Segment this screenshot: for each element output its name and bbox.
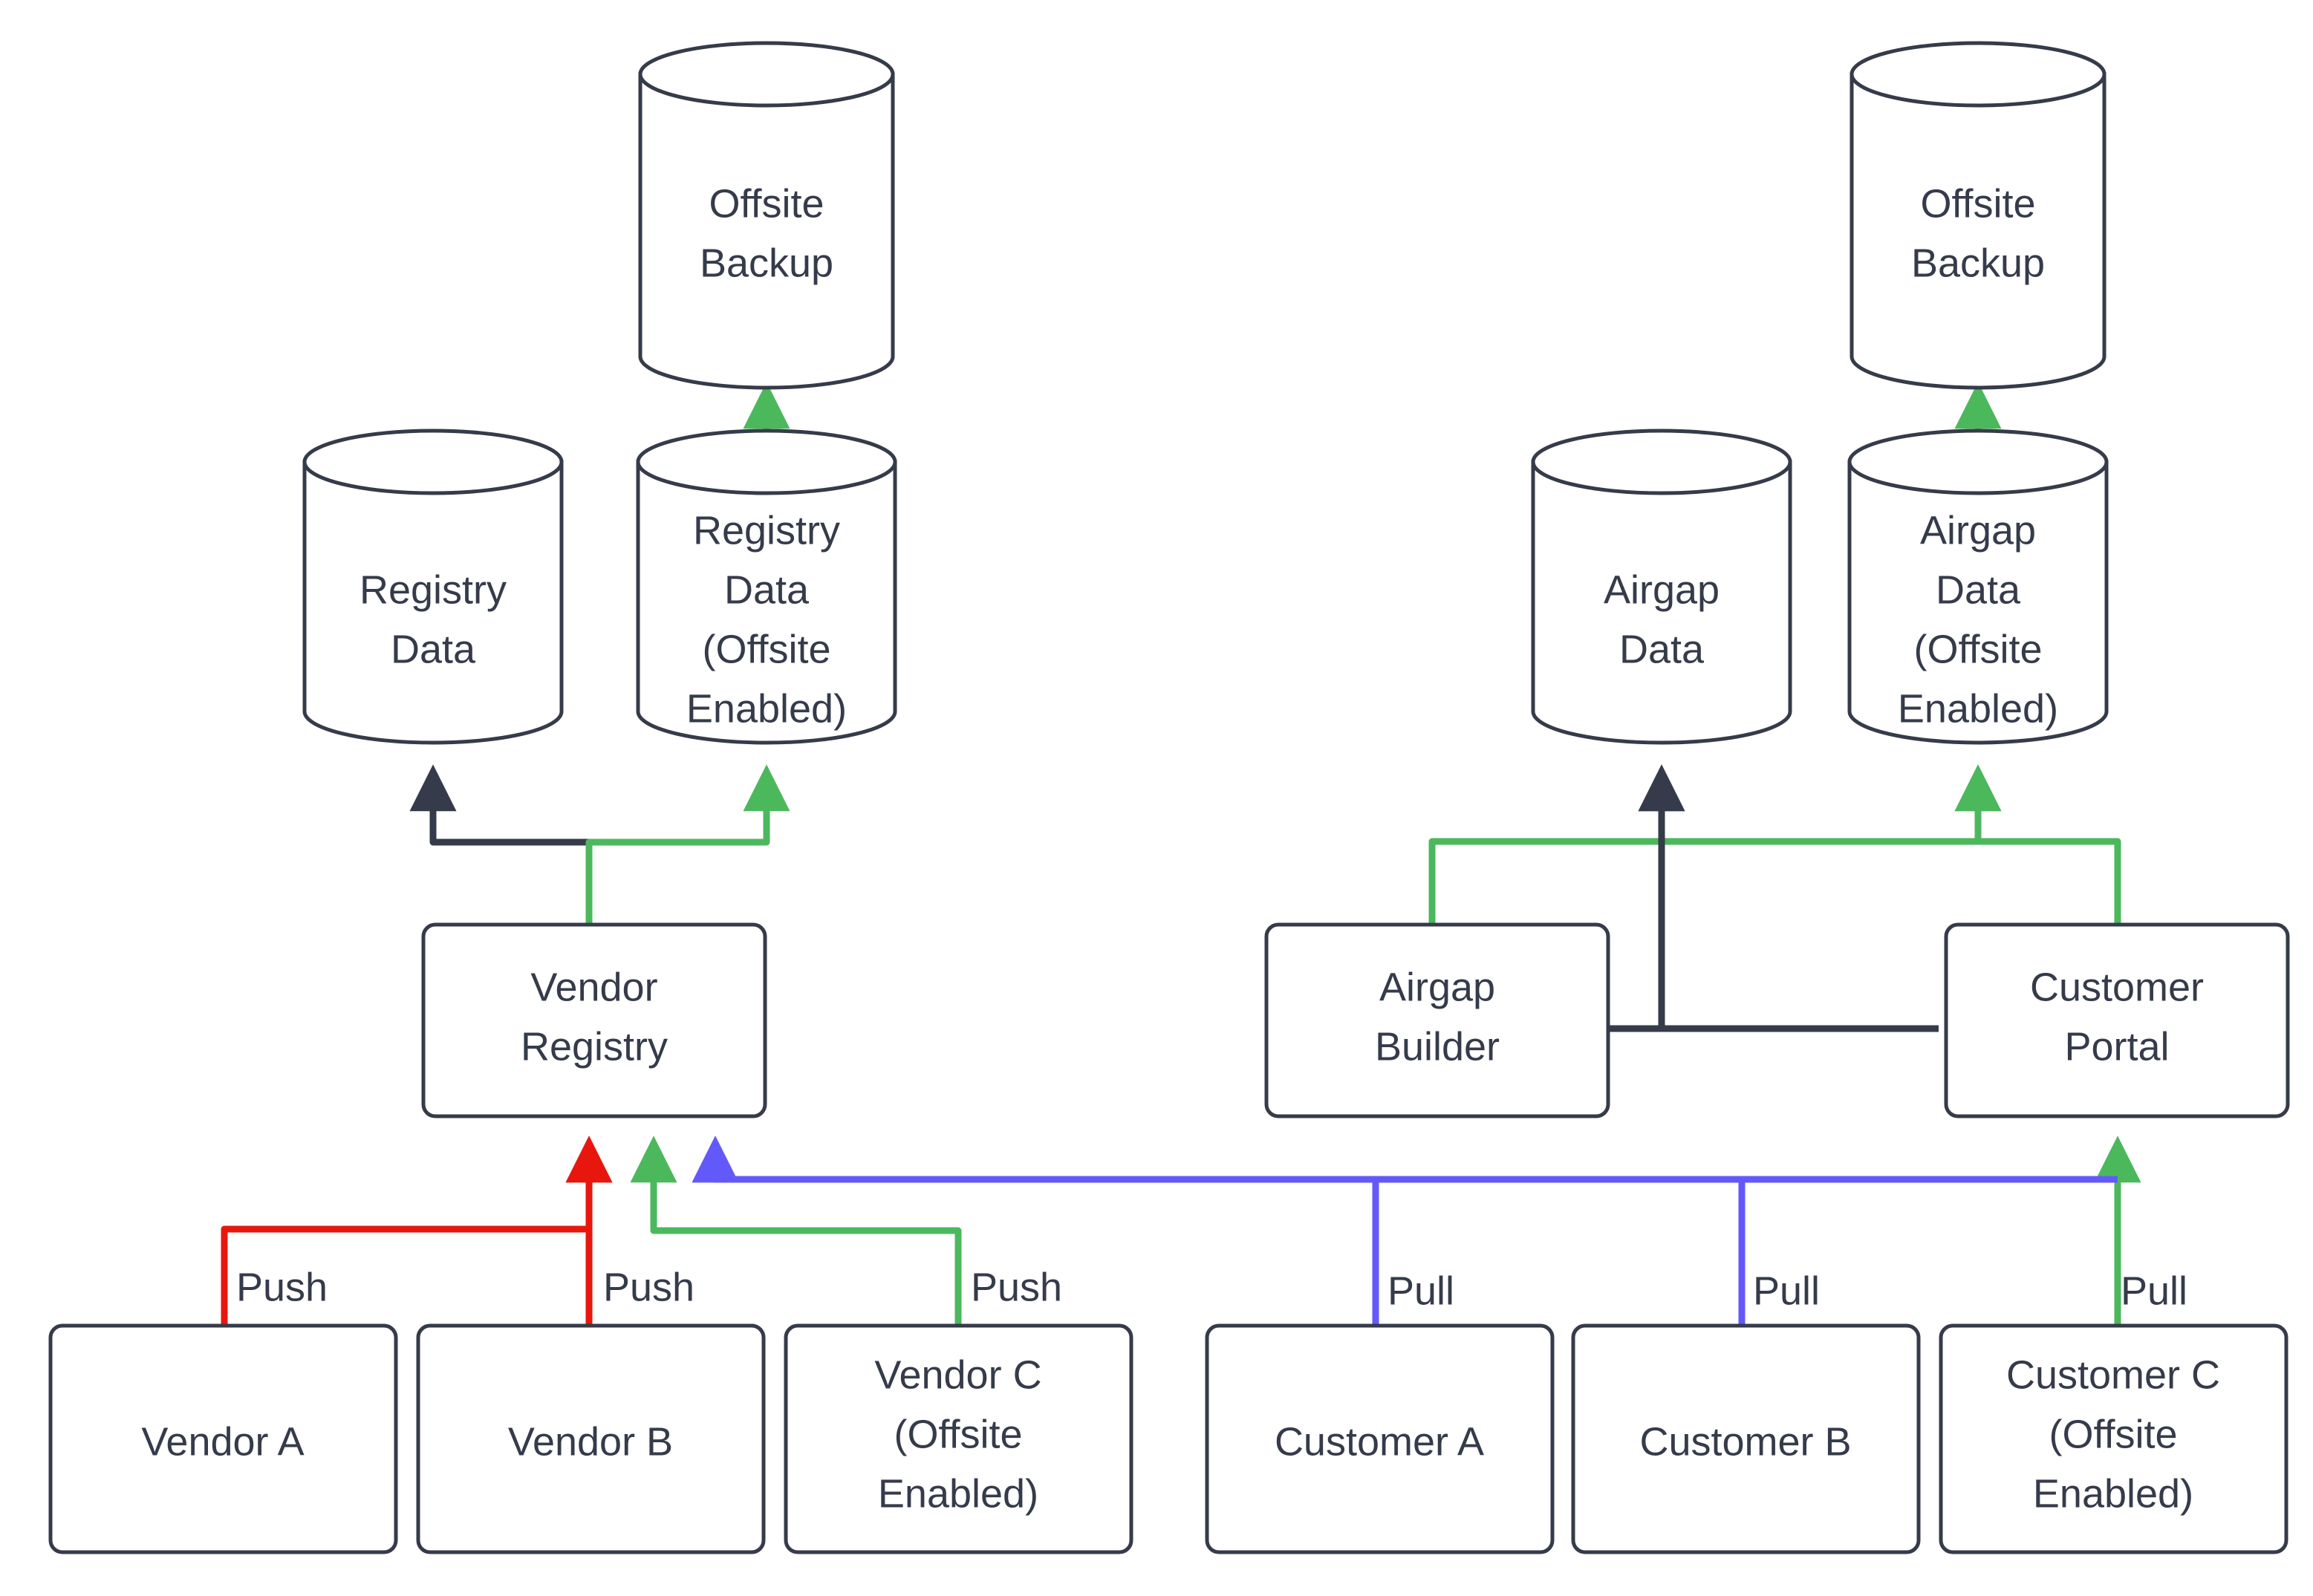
node-vendor-c[interactable]: Vendor C (Offsite Enabled) bbox=[784, 1323, 1133, 1554]
node-label-line: Vendor B bbox=[508, 1419, 673, 1464]
edge-customer-portal-to-airgap-data bbox=[1638, 764, 1939, 1032]
node-label-line: Airgap bbox=[1920, 508, 2036, 553]
node-label-line: Enabled) bbox=[1898, 686, 2058, 731]
node-label-line: Data bbox=[1619, 627, 1705, 671]
node-label-line: Data bbox=[391, 627, 476, 671]
node-label-line: Data bbox=[724, 567, 810, 612]
edge-airgap-builder-to-airgap-data-offsite bbox=[1428, 764, 2002, 923]
node-label-line: Registry bbox=[521, 1024, 668, 1069]
node-label-line: (Offsite bbox=[894, 1412, 1022, 1456]
edge-customer-portal-to-airgap-data-offsite bbox=[1954, 764, 2121, 923]
node-label-line: Enabled) bbox=[878, 1471, 1038, 1516]
node-label-line: Vendor bbox=[530, 965, 657, 1009]
edge-label-push-1: Push bbox=[236, 1265, 328, 1309]
node-label-line: Airgap bbox=[1604, 567, 1720, 612]
node-customer-c[interactable]: Customer C (Offsite Enabled) bbox=[1939, 1323, 2288, 1554]
node-label-line: Enabled) bbox=[2033, 1471, 2193, 1516]
node-offsite-backup-right[interactable]: Offsite Backup bbox=[1850, 41, 2107, 390]
node-label-line: Customer C bbox=[2006, 1352, 2220, 1397]
node-airgap-data[interactable]: Airgap Data bbox=[1531, 429, 1792, 745]
node-airgap-data-offsite[interactable]: Airgap Data (Offsite Enabled) bbox=[1847, 429, 2109, 745]
node-customer-b[interactable]: Customer B bbox=[1571, 1323, 1921, 1554]
node-vendor-registry[interactable]: Vendor Registry bbox=[421, 922, 767, 1118]
node-label-line: Customer B bbox=[1639, 1419, 1851, 1464]
node-label-line: Offsite bbox=[1920, 181, 2035, 226]
node-customer-portal[interactable]: Customer Portal bbox=[1944, 922, 2290, 1118]
node-label-line: Vendor C bbox=[874, 1352, 1041, 1397]
node-label-line: (Offsite bbox=[702, 627, 830, 671]
node-registry-data-offsite[interactable]: Registry Data (Offsite Enabled) bbox=[636, 429, 897, 745]
edge-vendor-c-to-vendor-registry bbox=[630, 1136, 962, 1324]
node-airgap-builder[interactable]: Airgap Builder bbox=[1264, 922, 1610, 1118]
node-label-line: (Offsite bbox=[2049, 1412, 2177, 1456]
node-label-line: Backup bbox=[1911, 241, 2045, 285]
node-label-line: Airgap bbox=[1379, 965, 1495, 1009]
node-label-line: Backup bbox=[700, 241, 833, 285]
node-label-line: Customer bbox=[2030, 965, 2204, 1009]
node-label-line: Enabled) bbox=[686, 686, 847, 731]
edge-label-pull-3: Pull bbox=[2121, 1268, 2187, 1313]
edge-label-push-3: Push bbox=[971, 1265, 1062, 1309]
node-label-line: Registry bbox=[693, 508, 840, 553]
edge-label-pull-2: Pull bbox=[1753, 1268, 1820, 1313]
edge-label-push-2: Push bbox=[603, 1265, 694, 1309]
node-label-line: (Offsite bbox=[1913, 627, 2042, 671]
node-customer-a[interactable]: Customer A bbox=[1205, 1323, 1555, 1554]
node-vendor-b[interactable]: Vendor B bbox=[416, 1323, 766, 1554]
node-offsite-backup-left[interactable]: Offsite Backup bbox=[638, 41, 895, 390]
node-label-line: Vendor A bbox=[141, 1419, 304, 1464]
edge-vendor-registry-to-registry-data bbox=[409, 764, 593, 923]
node-label-line: Portal bbox=[2064, 1024, 2169, 1069]
node-label-line: Customer A bbox=[1275, 1419, 1484, 1464]
node-label-line: Data bbox=[1936, 567, 2021, 612]
node-registry-data[interactable]: Registry Data bbox=[302, 429, 564, 745]
edge-label-pull-1: Pull bbox=[1388, 1268, 1454, 1313]
node-label-line: Registry bbox=[360, 567, 507, 612]
edge-customer-b-to-vendor-registry bbox=[692, 1136, 1746, 1324]
node-label-line: Builder bbox=[1375, 1024, 1500, 1069]
edge-vendor-registry-to-registry-data-offsite bbox=[585, 764, 790, 923]
node-vendor-a[interactable]: Vendor A bbox=[48, 1323, 398, 1554]
node-label-line: Offsite bbox=[709, 181, 824, 226]
edge-airgap-builder-to-airgap-data bbox=[1609, 764, 1685, 1032]
